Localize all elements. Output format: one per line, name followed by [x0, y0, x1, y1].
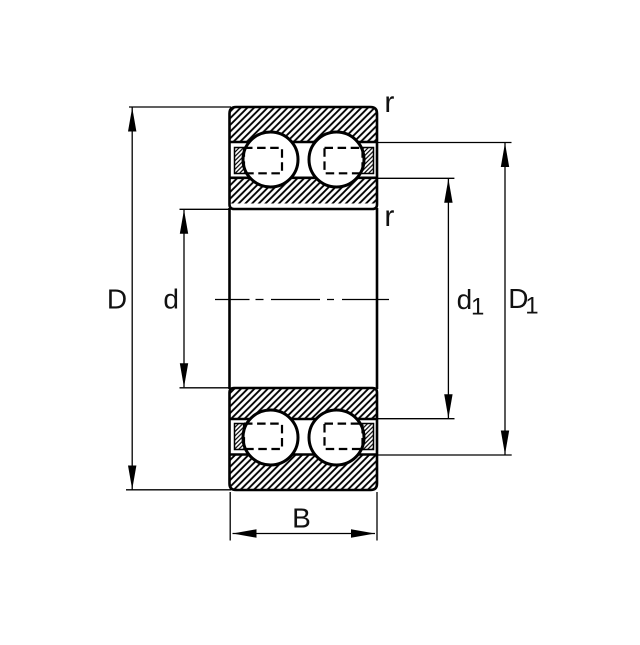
svg-text:D: D — [107, 284, 127, 315]
svg-text:D: D — [508, 283, 528, 314]
svg-text:1: 1 — [525, 293, 538, 320]
svg-text:1: 1 — [471, 294, 484, 321]
svg-text:d: d — [457, 284, 473, 315]
svg-text:B: B — [292, 503, 311, 534]
svg-text:r: r — [384, 86, 394, 119]
svg-text:d: d — [163, 284, 179, 315]
svg-text:r: r — [384, 200, 394, 233]
